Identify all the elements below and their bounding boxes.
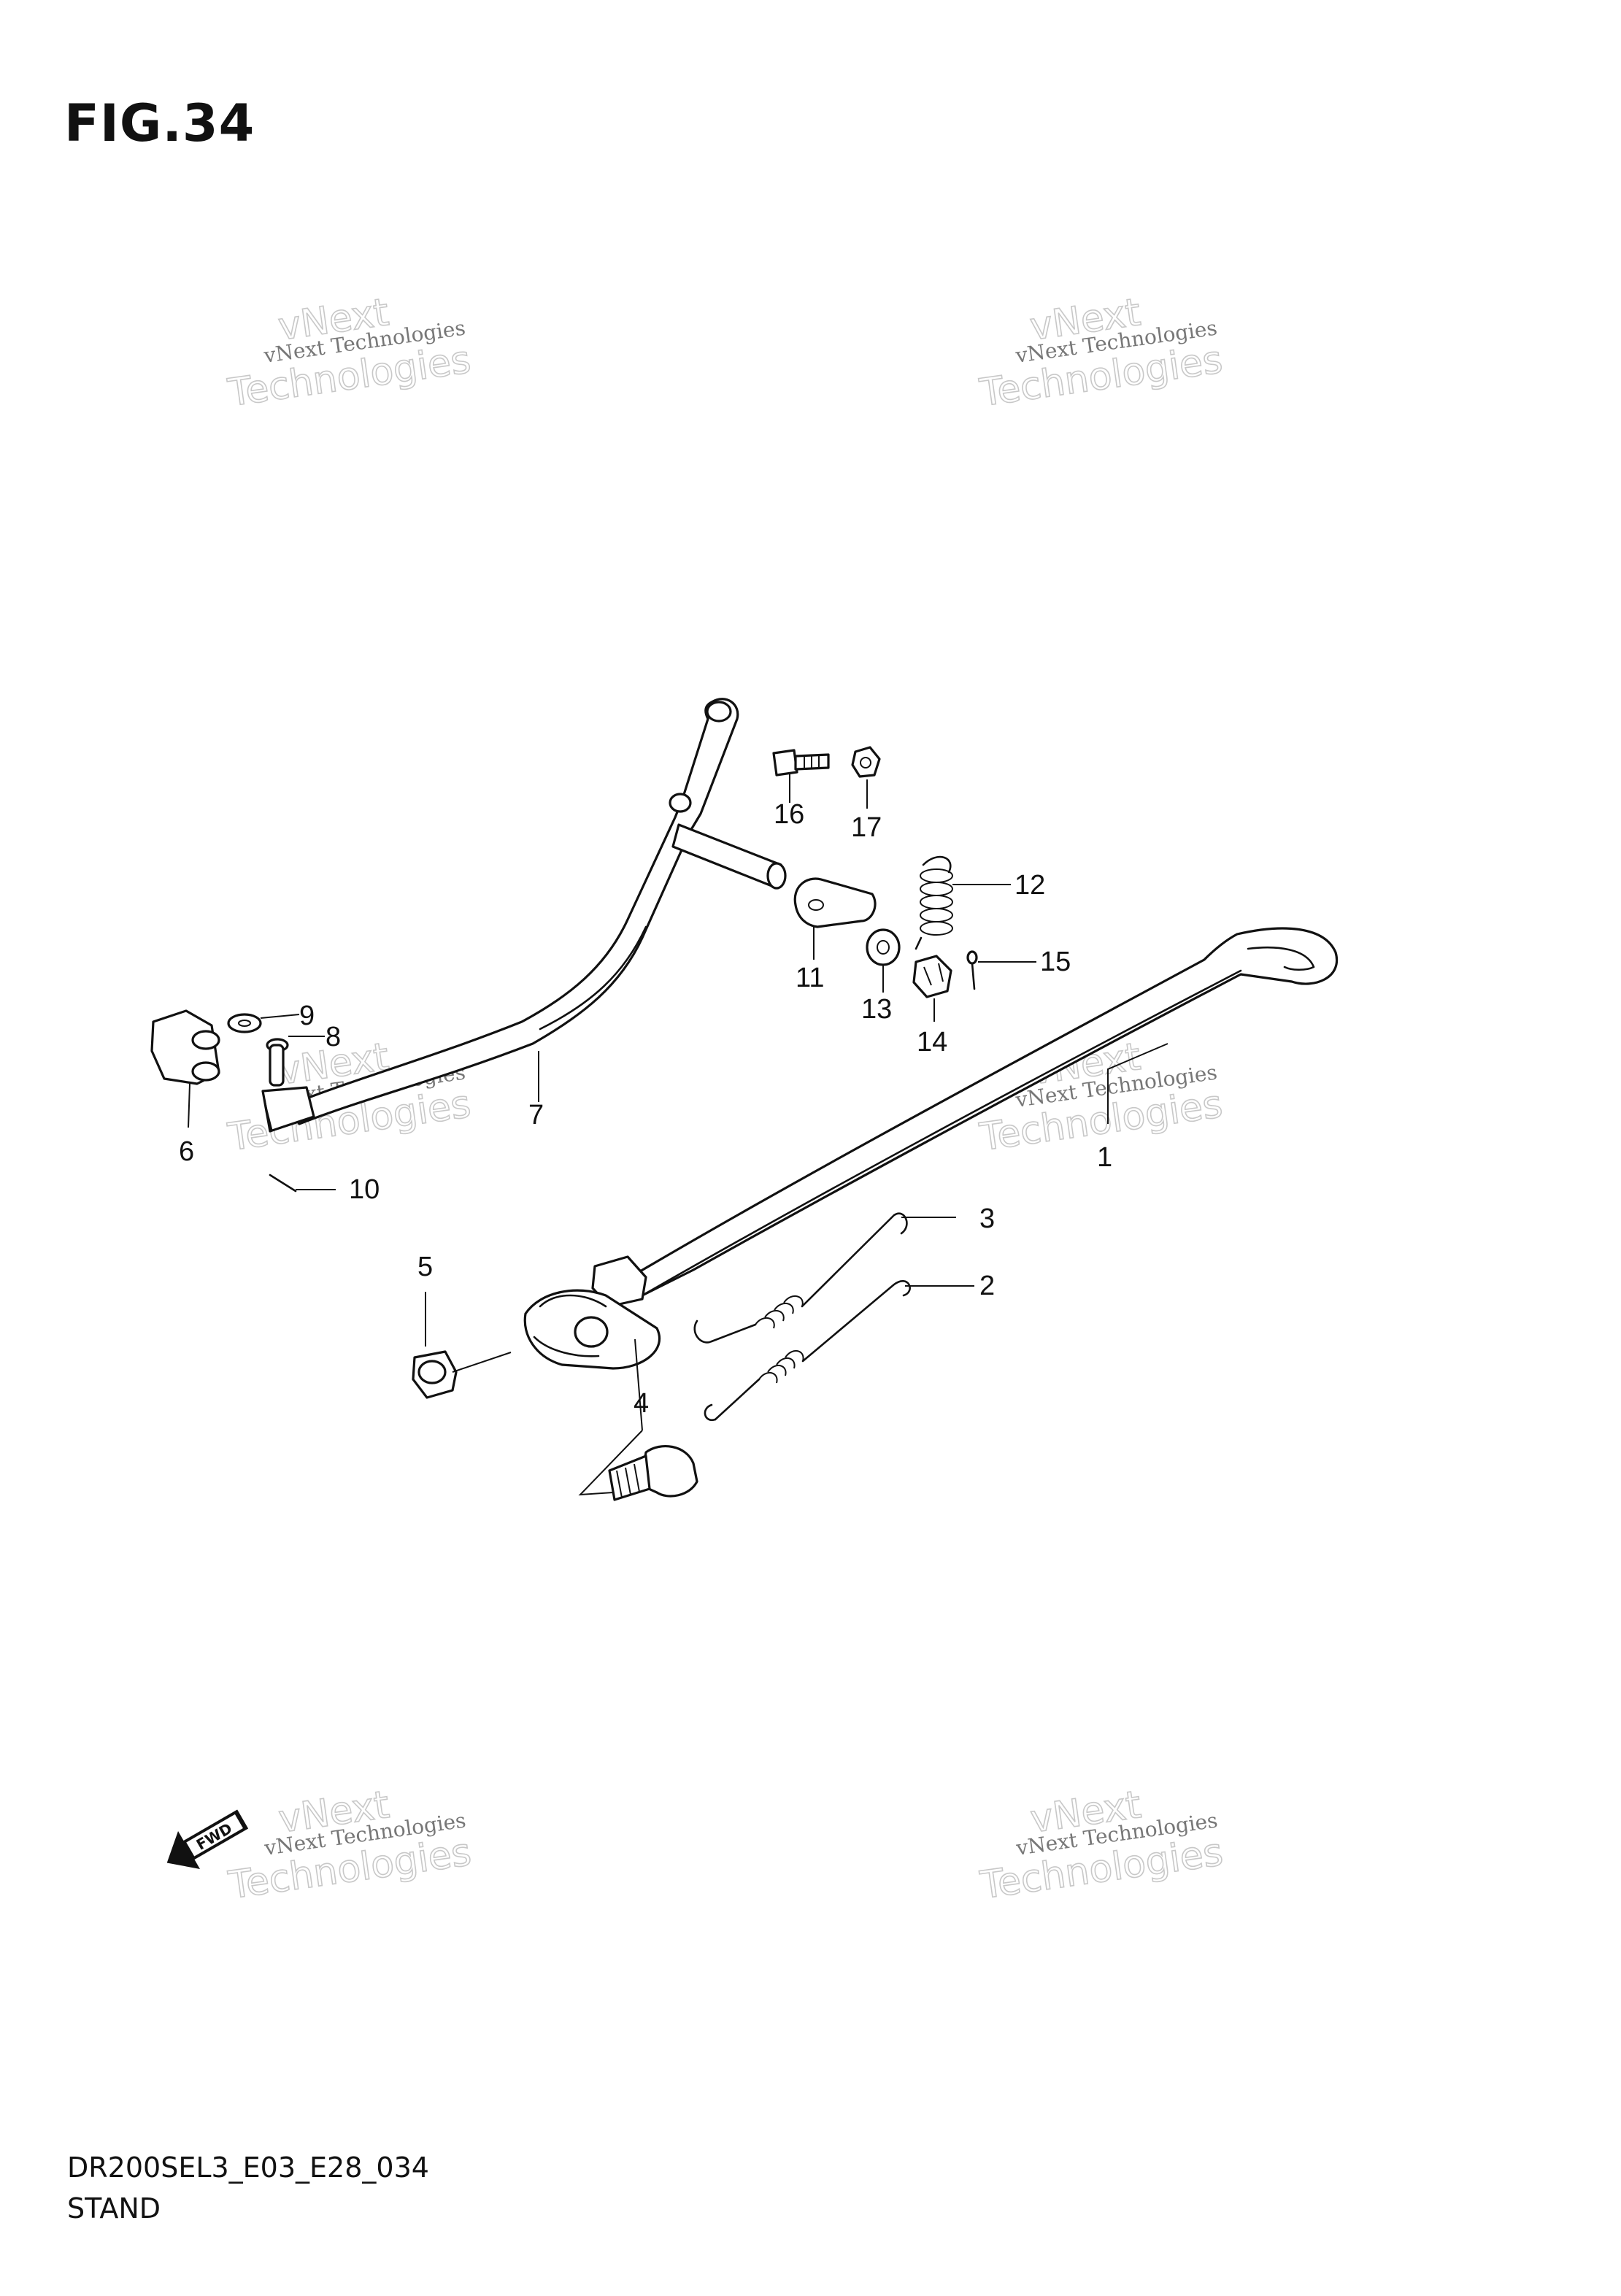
callout-16: 16 [774,799,804,830]
part-4-pivot-bolt [608,1445,698,1501]
part-16-bolt [772,749,830,777]
part-17-nut [851,746,881,778]
model-code: DR200SEL3_E03_E28_034 [67,2151,429,2184]
watermark-top-right: vNext Technologies vNext Technologies [977,290,1226,416]
callout-12: 12 [1014,870,1045,901]
callout-9: 9 [299,1001,315,1031]
part-10-cotter-pin [269,1174,297,1193]
callout-17: 17 [851,812,882,843]
part-11-plate [793,877,877,928]
callout-7: 7 [528,1100,544,1130]
part-13-washer [866,928,901,966]
callout-14: 14 [917,1027,947,1058]
callout-6: 6 [179,1136,194,1167]
callout-4: 4 [634,1388,649,1419]
callout-10: 10 [349,1174,380,1205]
callout-13: 13 [861,994,892,1025]
section-name: STAND [67,2192,161,2224]
watermark-bottom-right: vNext Technologies vNext Technologies [977,1782,1226,1908]
callout-11: 11 [796,963,824,993]
callout-5: 5 [417,1252,433,1282]
figure-title: FIG.34 [64,93,255,153]
part-6-rod-end [150,1009,220,1085]
callout-2: 2 [979,1271,995,1301]
callout-8: 8 [326,1022,341,1052]
watermark-top-left: vNext Technologies vNext Technologies [225,290,474,416]
part-14-castle-nut [912,955,952,998]
part-9-washer [227,1013,262,1033]
callout-15: 15 [1040,947,1071,977]
part-2-spring [704,1279,911,1422]
part-7-brake-pedal [261,698,787,1133]
callout-1: 1 [1097,1142,1112,1173]
leader-lines [188,774,1168,1496]
part-12-spring [915,855,953,950]
part-5-bushing [412,1350,458,1399]
callout-3: 3 [979,1203,995,1234]
part-15-cotter-pin [966,950,978,990]
part-1-side-stand [523,927,1339,1370]
part-8-pin [266,1038,289,1087]
watermark-bottom-left: vNext Technologies vNext Technologies [225,1782,474,1908]
